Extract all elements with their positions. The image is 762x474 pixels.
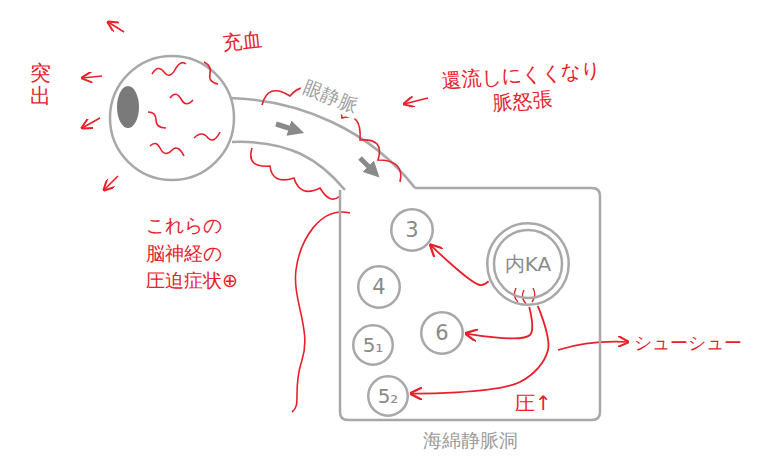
vessel-label: 眼静脈 — [298, 73, 364, 119]
structure-circle: 内KA — [486, 222, 570, 306]
structure-label: 3 — [405, 218, 418, 242]
structure-circle: 4 — [357, 265, 401, 309]
annotation: これらの 脳神経の 圧迫症状⊕ — [146, 212, 274, 295]
region-label: 海綿静脈洞 — [338, 428, 602, 454]
compression-bracket — [292, 212, 350, 412]
bruit-arrow — [558, 342, 628, 350]
structure-label: 5₁ — [363, 333, 384, 357]
structure-circle: 6 — [420, 311, 464, 355]
box-outline — [338, 186, 602, 422]
flow-arrow — [466, 307, 532, 338]
flow-arrow — [431, 245, 489, 285]
structure-circle: 3 — [390, 208, 434, 252]
flow-arrow — [411, 306, 549, 394]
annotation: 圧↑ — [515, 390, 552, 416]
ophthalmic-vein — [230, 98, 415, 190]
annotation: 還流しにくくなり 脈怒張 — [430, 56, 613, 120]
structure-label: 4 — [372, 275, 385, 299]
annotation: 充血 — [221, 26, 263, 56]
annotation: 突出 — [30, 62, 51, 108]
eyeball — [110, 56, 234, 180]
hyperemia-vessels — [148, 62, 220, 156]
structure-label: 5₂ — [378, 384, 399, 408]
annotation: シューシュー — [634, 331, 742, 354]
structure-label: 6 — [435, 321, 448, 345]
structure-circle: 5₂ — [367, 375, 409, 417]
structure-circle: 5₁ — [352, 324, 394, 366]
proptosis-arrows — [82, 22, 124, 190]
structure-label: 内KA — [505, 251, 551, 278]
sinus-box: 海綿静脈洞3内KA45₁65₂ — [338, 186, 602, 422]
